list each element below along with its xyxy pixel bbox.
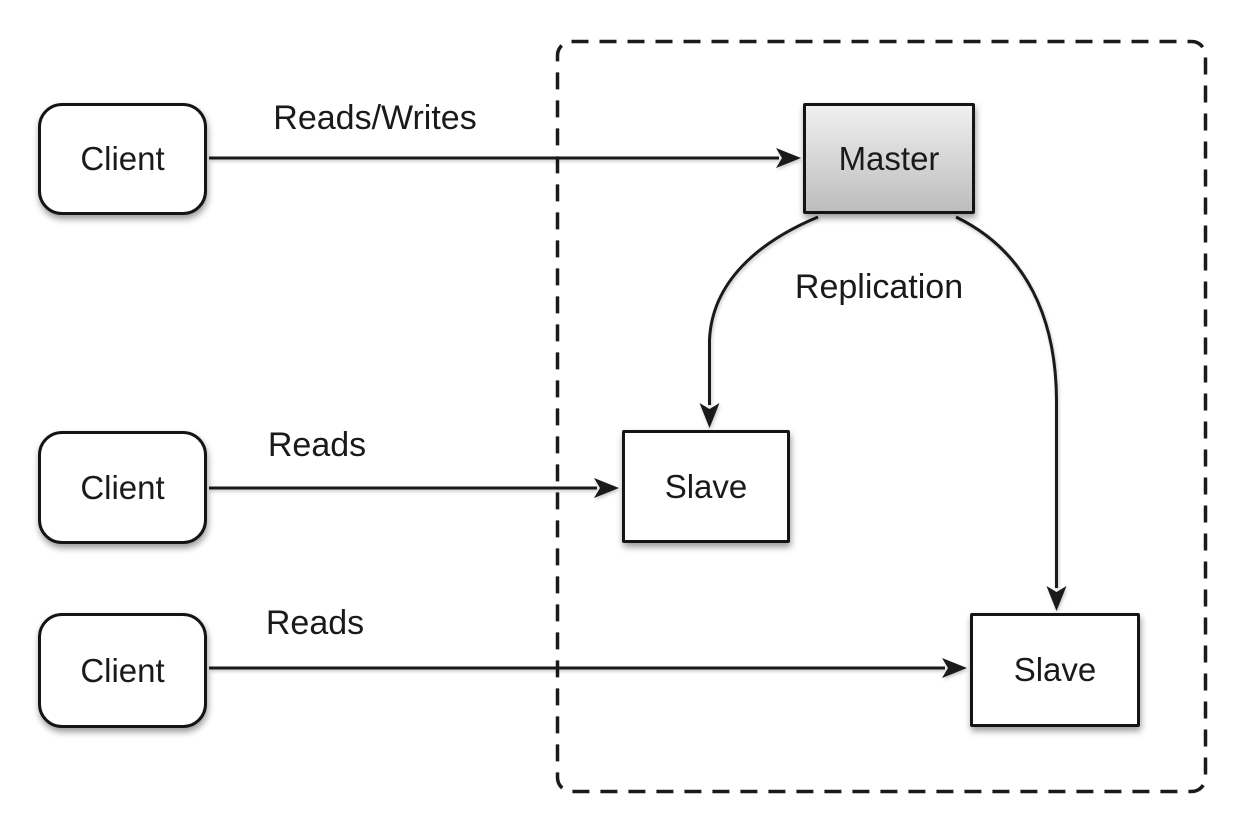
client-node-2-label: Client: [80, 468, 165, 506]
reads-edge-label-1: Reads: [267, 426, 367, 464]
replication-arrowhead-right: [1046, 586, 1067, 611]
client-node-3-label: Client: [80, 651, 165, 689]
master-node-label: Master: [838, 139, 940, 177]
replication-curve-right: [955, 215, 1058, 588]
reads-writes-edge-label: Reads/Writes: [273, 99, 477, 137]
slave-node-1: Slave: [622, 430, 790, 543]
client-node-1: Client: [38, 103, 207, 215]
replication-curve-left: [708, 215, 819, 405]
reads-writes-arrowhead: [776, 148, 801, 168]
replication-arrowhead-left: [699, 403, 720, 428]
slave-node-1-label: Slave: [664, 467, 748, 505]
reads-arrow-1-arrowhead: [594, 478, 619, 498]
reads-arrow-2-arrowhead: [942, 658, 967, 678]
client-node-3: Client: [38, 613, 207, 728]
server-group-dashed-border: [555, 39, 1208, 794]
reads-edge-label-2: Reads: [265, 604, 365, 642]
slave-node-2-label: Slave: [1013, 651, 1097, 688]
client-node-2: Client: [38, 431, 207, 544]
slave-node-2: Slave: [970, 613, 1140, 727]
client-node-1-label: Client: [80, 140, 165, 177]
replication-edge-label: Replication: [794, 268, 964, 306]
master-node: Master: [803, 103, 975, 214]
